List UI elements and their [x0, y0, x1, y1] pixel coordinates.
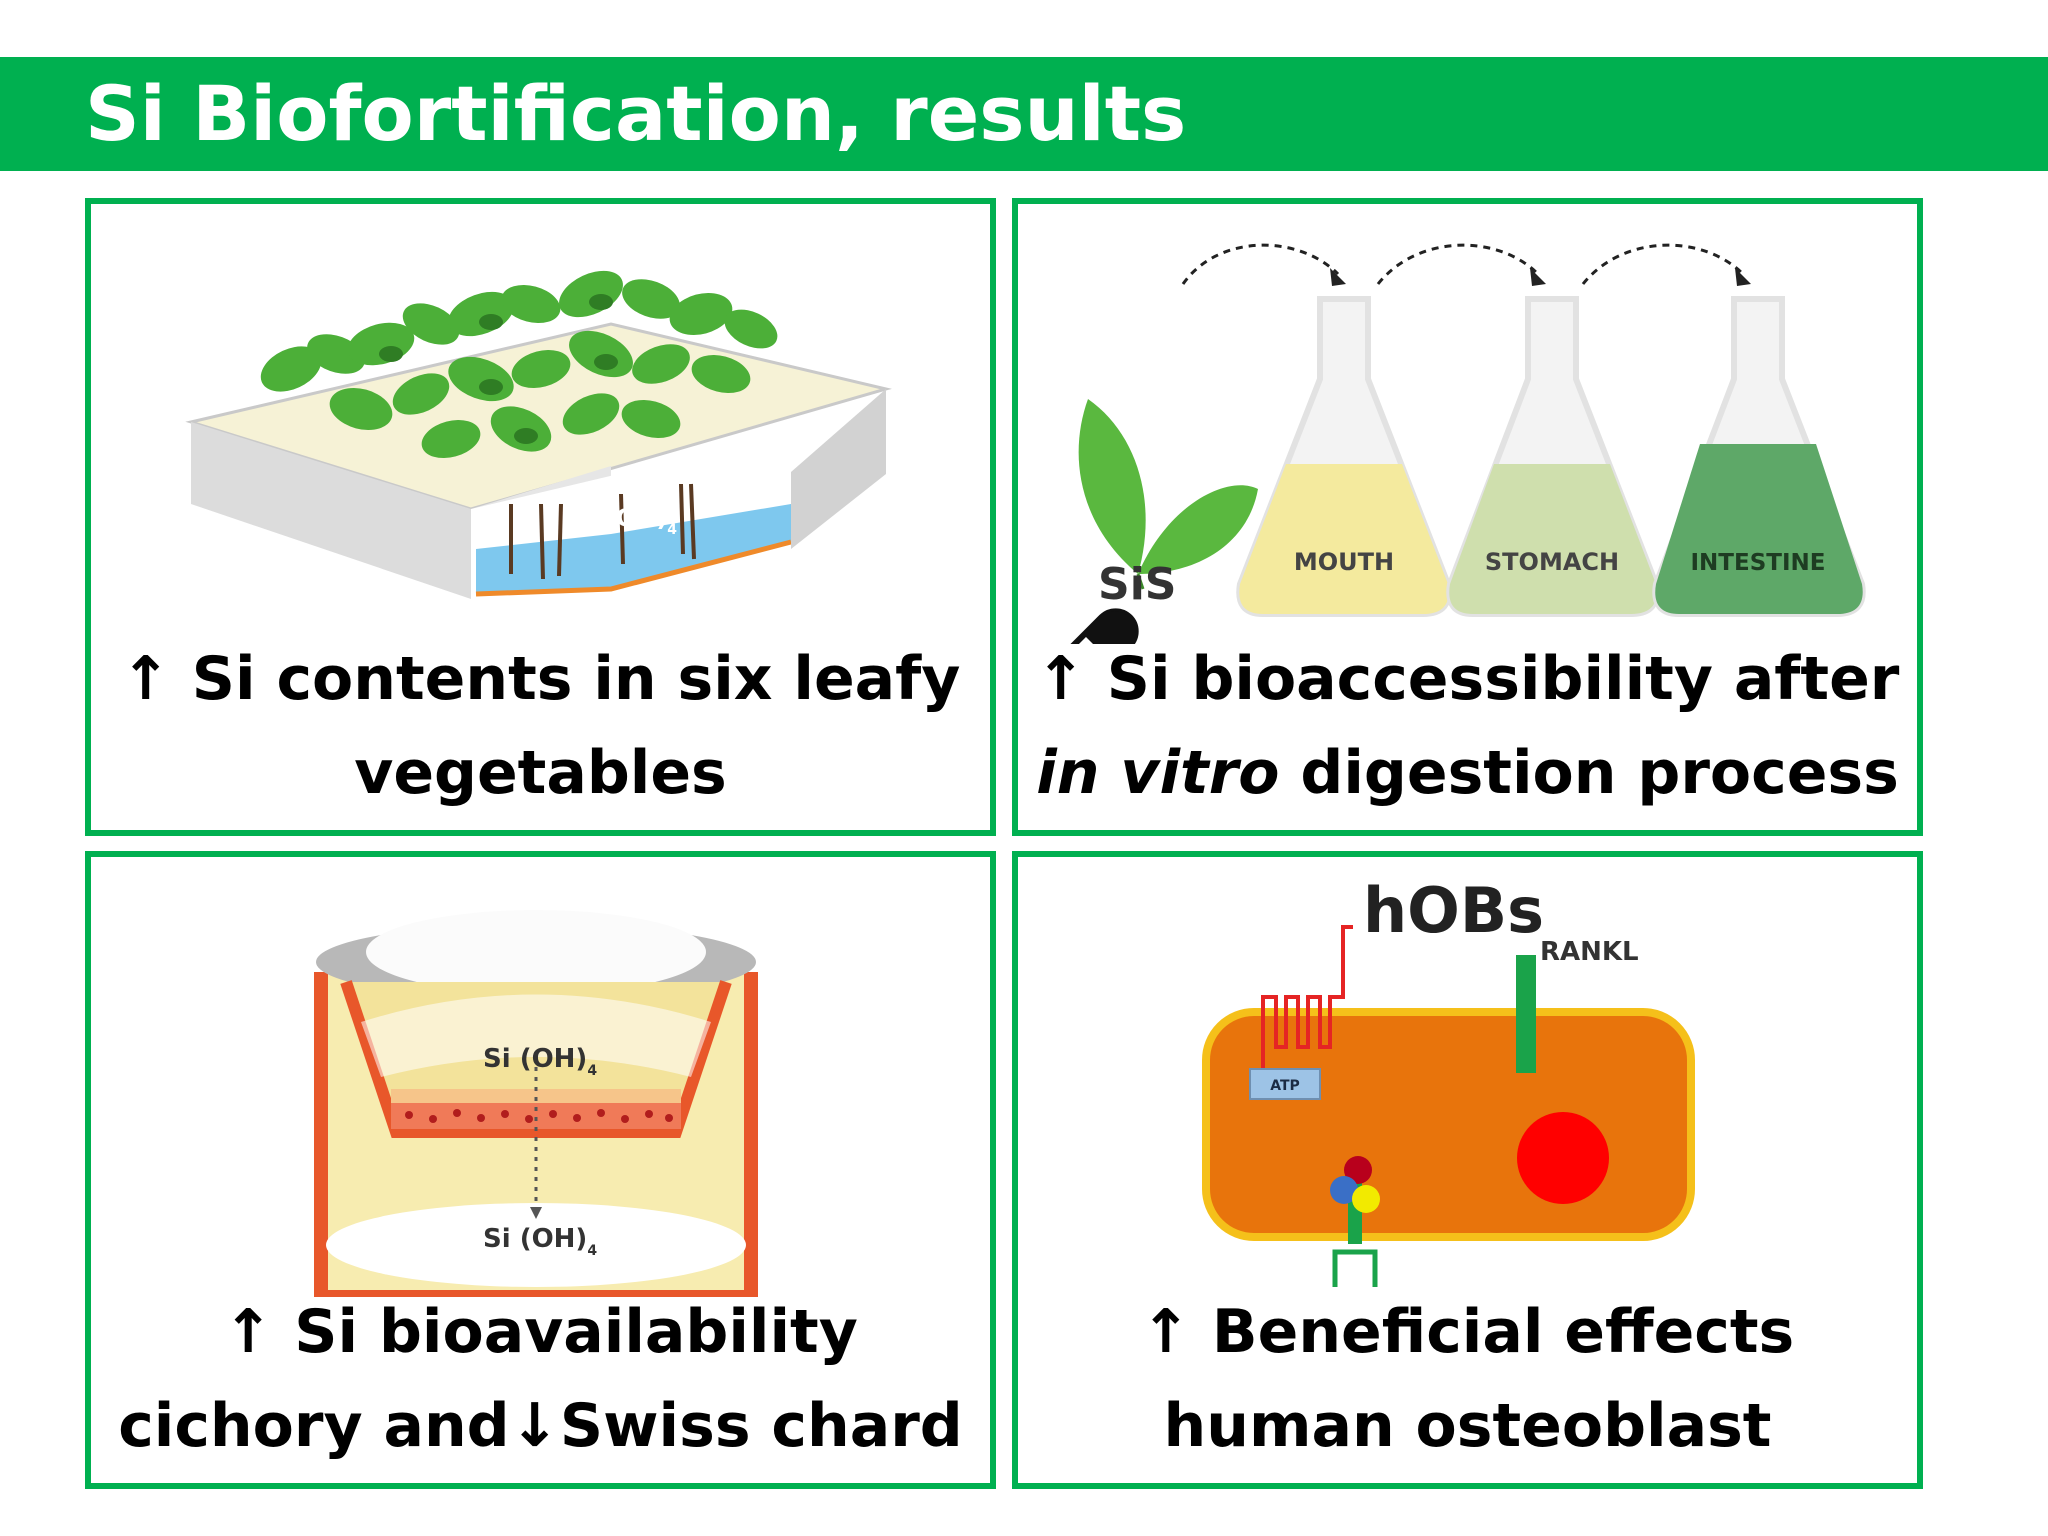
- up-arrow-icon: ↑: [1140, 1297, 1192, 1367]
- tray-front-left: [191, 422, 471, 599]
- rankl-bar: [1516, 955, 1536, 1073]
- water-solution: [476, 504, 791, 594]
- down-arrow-icon: ↓: [509, 1391, 560, 1461]
- roots: [509, 483, 696, 580]
- insert-opening: [366, 910, 706, 994]
- hobs-label: hOBs: [1363, 874, 1544, 947]
- flow-arrows: [1181, 243, 1745, 285]
- title-bar: Si Biofortification, results: [0, 57, 2048, 171]
- leaf-icon: [1078, 399, 1258, 574]
- panel-transwell: Si (OH)4 Si (OH)4 ↑ Si bioavailability c…: [85, 851, 996, 1489]
- caption-hydroponics: ↑ Si contents in six leafy vegetables: [120, 644, 961, 808]
- panel-hydroponics: Si (OH)4 ↑ Si contents in six leafy vege…: [85, 198, 996, 836]
- up-arrow-icon: ↑: [223, 1297, 274, 1367]
- caption-digestion: ↑ Si bioaccessibility after in vitro dig…: [1035, 644, 1900, 808]
- nucleus: [1517, 1112, 1609, 1204]
- leaf-stem: [1136, 573, 1145, 590]
- osteoblast-illustration: hOBs RANKL ATP: [1202, 874, 1695, 1287]
- lower-compartment: [326, 1203, 746, 1287]
- caption-transwell: ↑ Si bioavailability cichory and↓Swiss c…: [118, 1297, 963, 1461]
- receptor-legs: [1332, 1249, 1378, 1287]
- capsule-icon: [1057, 608, 1139, 644]
- ligand-red: [1344, 1156, 1372, 1184]
- tray-rim-orange: [475, 539, 792, 597]
- svg-text:INTESTINE: INTESTINE: [1691, 550, 1826, 576]
- sis-label: SiS: [1098, 559, 1176, 610]
- rankl-label: RANKL: [1540, 937, 1639, 967]
- caption-osteoblast: ↑ Beneficial effects human osteoblast: [1140, 1297, 1795, 1461]
- cell-nuclei: [405, 1109, 673, 1123]
- plant-shadows: [379, 294, 618, 444]
- up-arrow-icon: ↑: [120, 644, 171, 714]
- solution-label: Si (OH)4: [571, 504, 677, 538]
- hydroponic-tray-illustration: Si (OH)4: [185, 270, 892, 599]
- arrowheads: [1330, 268, 1751, 286]
- transwell-illustration: Si (OH)4 Si (OH)4: [314, 910, 758, 1297]
- svg-text:STOMACH: STOMACH: [1485, 548, 1619, 576]
- digestion-illustration: SiS MOUTH STOMACH INTESTINE: [1057, 243, 1866, 644]
- top-solution-label: Si (OH)4: [483, 1044, 597, 1079]
- insert-top-gradient: [361, 994, 711, 1077]
- flask-intestine: INTESTINE: [1652, 296, 1866, 617]
- panel-digestion: SiS MOUTH STOMACH INTESTINE: [1012, 198, 1923, 836]
- tray-front-right: [791, 389, 886, 549]
- up-arrow-icon: ↑: [1035, 644, 1086, 714]
- transport-arrowhead: [530, 1207, 542, 1219]
- panel-osteoblast: hOBs RANKL ATP ↑ Beneficial effects huma…: [1012, 851, 1923, 1489]
- atp-label: ATP: [1270, 1078, 1300, 1094]
- flask-stomach: STOMACH: [1446, 296, 1660, 617]
- atp-box: [1249, 1068, 1321, 1100]
- svg-text:MOUTH: MOUTH: [1294, 548, 1394, 576]
- slide-title: Si Biofortification, results: [85, 69, 1187, 158]
- membrane-receptor: [1261, 925, 1353, 1077]
- bottom-solution-label: Si (OH)4: [483, 1224, 597, 1259]
- cell-apical-layer: [391, 1089, 681, 1103]
- ligand-yellow: [1352, 1185, 1380, 1213]
- ligand-blue: [1330, 1176, 1358, 1204]
- flask-mouth: MOUTH: [1236, 296, 1452, 617]
